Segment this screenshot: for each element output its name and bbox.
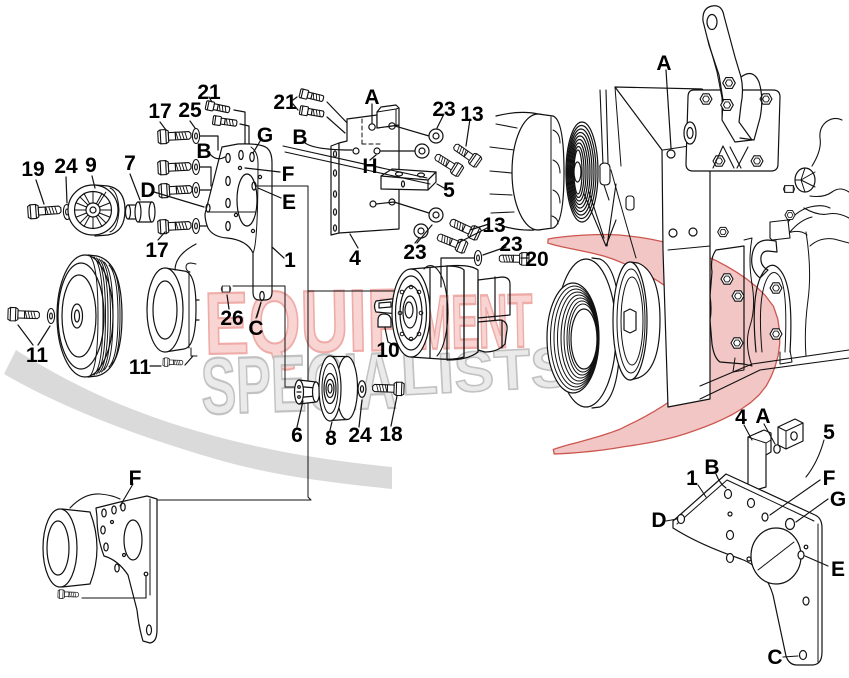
svg-text:11: 11: [129, 356, 152, 379]
svg-text:7: 7: [124, 152, 136, 175]
svg-text:8: 8: [325, 427, 337, 450]
svg-text:24: 24: [348, 424, 372, 447]
svg-text:17: 17: [145, 239, 168, 262]
svg-text:23: 23: [499, 233, 522, 256]
svg-text:25: 25: [178, 99, 202, 122]
svg-text:E: E: [831, 558, 845, 581]
svg-text:4: 4: [349, 247, 361, 270]
svg-text:A: A: [755, 405, 770, 428]
svg-text:C: C: [767, 646, 782, 669]
svg-text:A: A: [364, 86, 379, 109]
svg-text:19: 19: [21, 158, 44, 181]
svg-text:9: 9: [85, 154, 97, 177]
svg-text:1: 1: [284, 249, 296, 272]
svg-text:LISTS: LISTS: [399, 335, 572, 407]
svg-text:21: 21: [197, 81, 221, 104]
svg-text:10: 10: [376, 339, 399, 362]
svg-text:A: A: [656, 52, 671, 75]
svg-text:B: B: [292, 126, 307, 149]
svg-text:26: 26: [220, 307, 243, 330]
svg-text:H: H: [362, 155, 377, 178]
svg-text:23: 23: [432, 98, 455, 121]
svg-text:B: B: [704, 456, 719, 479]
svg-text:13: 13: [482, 214, 505, 237]
svg-text:6: 6: [291, 424, 303, 447]
svg-text:1: 1: [686, 467, 698, 490]
svg-text:11: 11: [26, 344, 49, 367]
svg-text:20: 20: [525, 248, 548, 271]
svg-text:F: F: [129, 467, 142, 490]
svg-text:13: 13: [460, 103, 483, 126]
svg-text:21: 21: [273, 91, 297, 114]
svg-text:D: D: [651, 509, 666, 532]
svg-text:5: 5: [443, 179, 455, 202]
svg-text:F: F: [282, 163, 295, 186]
svg-text:E: E: [282, 191, 296, 214]
svg-text:18: 18: [379, 423, 403, 446]
svg-text:5: 5: [823, 421, 835, 444]
svg-text:23: 23: [403, 241, 426, 264]
svg-text:4: 4: [735, 406, 747, 429]
svg-text:D: D: [140, 179, 155, 202]
svg-text:G: G: [257, 124, 273, 147]
svg-text:B: B: [196, 140, 211, 163]
svg-text:MENT: MENT: [417, 278, 534, 365]
svg-text:C: C: [248, 317, 263, 340]
svg-text:17: 17: [148, 100, 171, 123]
svg-text:F: F: [823, 467, 836, 490]
svg-text:G: G: [830, 488, 846, 511]
svg-text:24: 24: [54, 155, 78, 178]
